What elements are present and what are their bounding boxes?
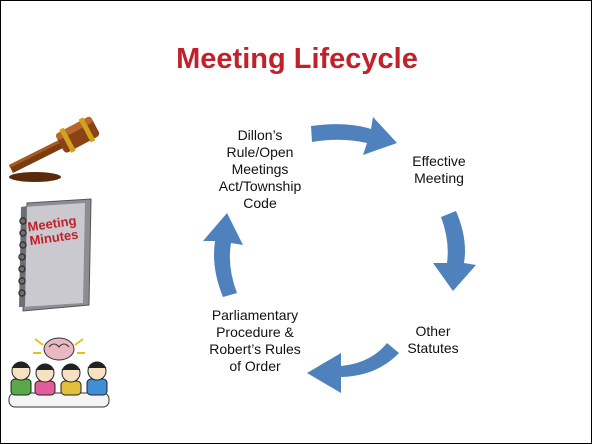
cycle-node-effective-meeting: Effective Meeting: [389, 153, 489, 187]
node-line: Other: [415, 323, 451, 339]
arrow-bottom-left: [307, 343, 399, 393]
node-line: Effective: [412, 153, 466, 169]
node-line: Dillon’s: [237, 127, 283, 143]
slide-title: Meeting Lifecycle: [176, 43, 418, 75]
cycle-node-dillons-rule: Dillon’s Rule/Open Meetings Act/Township…: [201, 127, 319, 212]
gavel-icon: [9, 116, 100, 182]
meeting-minutes-book-icon: Meeting Minutes: [9, 197, 93, 313]
node-line: Act/Township: [218, 178, 302, 194]
node-line: Rule/Open: [226, 144, 294, 160]
arrow-right-down: [433, 211, 476, 291]
node-line: Procedure &: [216, 324, 294, 340]
node-line: Robert’s Rules: [209, 341, 301, 357]
cycle-node-other-statutes: Other Statutes: [393, 323, 473, 357]
node-line: Meeting: [414, 170, 464, 186]
node-line: Statutes: [407, 340, 459, 356]
cycle-node-parliamentary-procedure: Parliamentary Procedure & Robert’s Rules…: [191, 307, 319, 375]
arrow-left-up: [203, 213, 243, 297]
arrow-top-right: [311, 117, 397, 155]
node-line: of Order: [229, 358, 281, 374]
book-shape: [18, 198, 92, 312]
node-line: Meetings: [231, 161, 289, 177]
brainstorm-people-icon: [8, 337, 110, 408]
node-line: Parliamentary: [211, 307, 299, 323]
node-line: Code: [243, 195, 277, 211]
